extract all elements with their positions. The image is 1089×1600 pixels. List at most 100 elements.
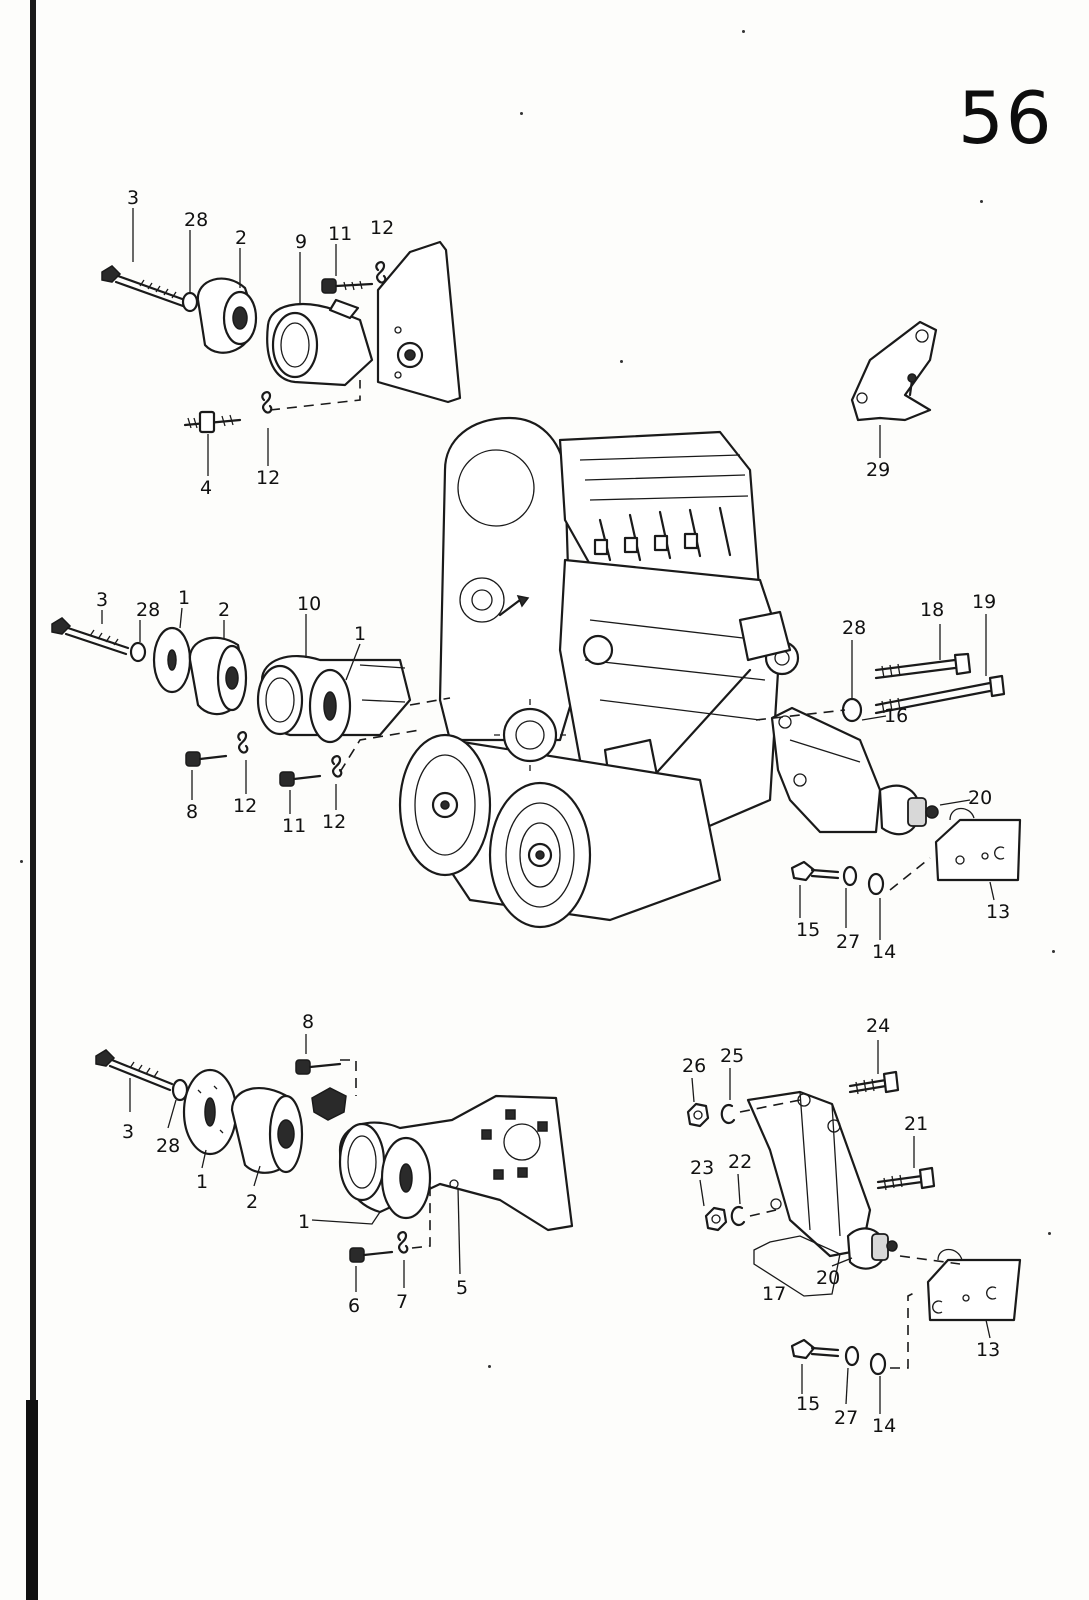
bolt-8-lower bbox=[295, 1059, 342, 1075]
spring-washer-12-bolt8 bbox=[237, 731, 249, 754]
bolt-3-upper bbox=[101, 265, 187, 308]
rubber-mount-20-lower bbox=[846, 1227, 898, 1270]
page-number: 56 bbox=[958, 76, 1054, 160]
part-callout-12: 12 bbox=[370, 217, 395, 239]
bolt-15-lower bbox=[790, 1338, 840, 1360]
part-callout-7: 7 bbox=[396, 1291, 409, 1313]
nut-23 bbox=[704, 1206, 728, 1232]
rubber-bush-2-middle bbox=[188, 636, 248, 716]
part-callout-1: 1 bbox=[196, 1171, 209, 1193]
part-callout-15: 15 bbox=[796, 919, 821, 941]
washer-plate-1-bracket-lower bbox=[380, 1136, 432, 1220]
spring-washer-12-lower bbox=[261, 391, 273, 414]
rubber-mount-20-middle bbox=[878, 784, 939, 836]
part-callout-14: 14 bbox=[872, 941, 897, 963]
stud-4 bbox=[183, 410, 242, 434]
upper-left-mount-group bbox=[101, 208, 462, 476]
part-callout-19: 19 bbox=[972, 591, 997, 613]
part-callout-12: 12 bbox=[256, 467, 281, 489]
part-callout-27: 27 bbox=[834, 1407, 859, 1429]
part-callout-12: 12 bbox=[233, 795, 258, 817]
spring-washer-12-bolt11 bbox=[331, 755, 343, 778]
part-callout-4: 4 bbox=[200, 477, 213, 499]
part-callout-16: 16 bbox=[884, 705, 909, 727]
spring-washer-7 bbox=[397, 1231, 409, 1254]
rubber-bush-2-upper bbox=[196, 277, 258, 354]
part-callout-2: 2 bbox=[235, 227, 248, 249]
part-callout-2: 2 bbox=[218, 599, 231, 621]
bolt-19 bbox=[874, 674, 1006, 715]
nut-26 bbox=[686, 1102, 710, 1128]
part-callout-28: 28 bbox=[136, 599, 161, 621]
mount-bracket-16 bbox=[770, 706, 882, 834]
part-callout-27: 27 bbox=[836, 931, 861, 953]
rubber-buffer bbox=[311, 1087, 347, 1121]
part-callout-28: 28 bbox=[842, 617, 867, 639]
part-callout-25: 25 bbox=[720, 1045, 745, 1067]
part-callout-1: 1 bbox=[354, 623, 367, 645]
spring-washer-27-middle bbox=[842, 865, 858, 887]
print-speck bbox=[1048, 1232, 1051, 1235]
part-callout-3: 3 bbox=[122, 1121, 135, 1143]
part-callout-20: 20 bbox=[968, 787, 993, 809]
mount-bracket-17 bbox=[746, 1090, 872, 1258]
part-callout-13: 13 bbox=[976, 1339, 1001, 1361]
print-speck bbox=[20, 860, 23, 863]
bolt-11-middle bbox=[279, 771, 322, 787]
mount-bracket-5 bbox=[338, 1094, 574, 1232]
part-callout-11: 11 bbox=[282, 815, 307, 837]
binding-edge-shadow bbox=[26, 1400, 38, 1600]
part-callout-21: 21 bbox=[904, 1113, 929, 1135]
part-callout-6: 6 bbox=[348, 1295, 361, 1317]
bolt-8-middle bbox=[185, 751, 228, 767]
engine-block bbox=[398, 416, 800, 929]
spring-washer-12-upper bbox=[375, 261, 387, 284]
part-callout-23: 23 bbox=[690, 1157, 715, 1179]
part-callout-1: 1 bbox=[298, 1211, 311, 1233]
part-callout-17: 17 bbox=[762, 1283, 787, 1305]
part-callout-28: 28 bbox=[184, 209, 209, 231]
print-speck bbox=[980, 200, 983, 203]
bolt-15-middle bbox=[790, 860, 840, 882]
part-callout-11: 11 bbox=[328, 223, 353, 245]
spring-washer-27-lower bbox=[844, 1345, 860, 1367]
part-callout-3: 3 bbox=[96, 589, 109, 611]
washer-plate-1-lower bbox=[182, 1068, 238, 1156]
bolt-18 bbox=[874, 652, 972, 680]
part-callout-12: 12 bbox=[322, 811, 347, 833]
part-callout-10: 10 bbox=[297, 593, 322, 615]
part-callout-29: 29 bbox=[866, 459, 891, 481]
part-callout-1: 1 bbox=[178, 587, 191, 609]
mount-bracket-9-upper bbox=[266, 298, 374, 387]
part-callout-22: 22 bbox=[728, 1151, 753, 1173]
bolt-21 bbox=[876, 1166, 936, 1191]
washer-28-right bbox=[841, 697, 863, 723]
support-13-middle bbox=[934, 807, 1022, 882]
bolt-6 bbox=[349, 1247, 394, 1263]
support-13-lower bbox=[926, 1248, 1022, 1322]
part-callout-13: 13 bbox=[986, 901, 1011, 923]
middle-left-mount-group bbox=[51, 607, 451, 814]
part-callout-8: 8 bbox=[186, 801, 199, 823]
print-speck bbox=[742, 30, 745, 33]
washer-plate-1-middle bbox=[152, 626, 192, 694]
part-callout-28: 28 bbox=[156, 1135, 181, 1157]
bolt-24 bbox=[848, 1070, 900, 1095]
bracket-29 bbox=[850, 320, 938, 422]
bolt-11-upper bbox=[321, 278, 374, 294]
print-speck bbox=[620, 360, 623, 363]
print-speck bbox=[488, 1365, 491, 1368]
right-middle-mount-group bbox=[755, 320, 1022, 940]
part-callout-14: 14 bbox=[872, 1415, 897, 1437]
part-callout-18: 18 bbox=[920, 599, 945, 621]
washer-28-upper bbox=[181, 291, 199, 313]
print-speck bbox=[520, 112, 523, 115]
spring-washer-22 bbox=[730, 1205, 746, 1227]
lower-left-mount-group bbox=[95, 1034, 574, 1292]
bolt-3-middle bbox=[51, 617, 130, 656]
binding-edge bbox=[30, 0, 36, 1600]
part-callout-3: 3 bbox=[127, 187, 140, 209]
part-callout-8: 8 bbox=[302, 1011, 315, 1033]
